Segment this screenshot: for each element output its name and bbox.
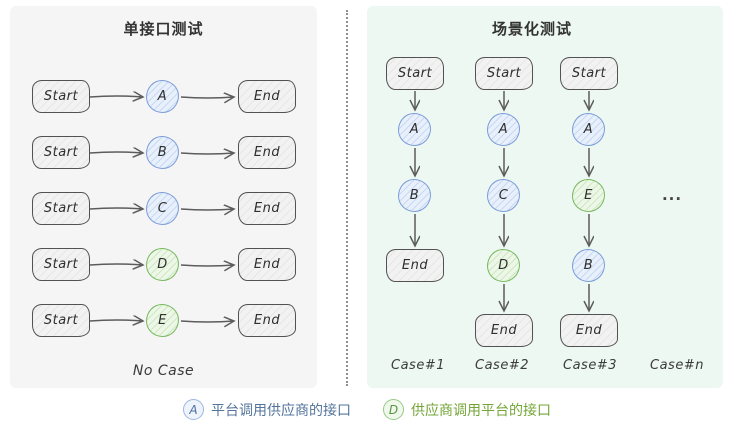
start-box: Start xyxy=(32,80,90,113)
node-d-circle: D xyxy=(146,248,179,281)
start-box: Start xyxy=(32,192,90,225)
left-panel-title: 单接口测试 xyxy=(123,20,204,38)
end-box: End xyxy=(238,304,296,337)
end-box: End xyxy=(475,314,533,347)
end-box: End xyxy=(386,249,444,282)
node-a-circle: A xyxy=(487,113,520,146)
end-box: End xyxy=(238,248,296,281)
single-interface-panel: 单接口测试 Start A End Start B End Start C xyxy=(10,6,317,388)
legend-text: 供应商调用平台的接口 xyxy=(411,402,551,419)
node-e-circle: E xyxy=(146,304,179,337)
more-cases-ellipsis: ... xyxy=(661,186,683,204)
node-a-circle: A xyxy=(398,113,431,146)
node-c-circle: C xyxy=(487,179,520,212)
end-box: End xyxy=(238,80,296,113)
case-label: Case#2 xyxy=(475,358,529,373)
legend: A 平台调用供应商的接口 D 供应商调用平台的接口 xyxy=(0,399,734,420)
start-box: Start xyxy=(386,57,444,90)
case-label: Case#3 xyxy=(563,358,617,373)
node-a-circle: A xyxy=(146,80,179,113)
start-box: Start xyxy=(560,57,618,90)
right-panel-title: 场景化测试 xyxy=(491,20,572,38)
node-b-circle: B xyxy=(398,179,431,212)
legend-d-circle-icon: D xyxy=(383,399,404,420)
node-b-circle: B xyxy=(146,136,179,169)
end-box: End xyxy=(560,314,618,347)
case-label: Case#n xyxy=(650,358,704,373)
no-case-label: No Case xyxy=(132,363,195,379)
legend-item-vendor-calls-platform: D 供应商调用平台的接口 xyxy=(383,399,551,420)
case-label: Case#1 xyxy=(391,358,445,373)
node-a-circle: A xyxy=(572,113,605,146)
start-box: Start xyxy=(32,136,90,169)
end-box: End xyxy=(238,136,296,169)
start-box: Start xyxy=(32,304,90,337)
scenario-panel: 场景化测试 xyxy=(367,6,723,388)
legend-item-platform-calls-vendor: A 平台调用供应商的接口 xyxy=(183,399,351,420)
panel-divider xyxy=(346,10,348,386)
legend-a-circle-icon: A xyxy=(183,399,204,420)
node-e-circle: E xyxy=(572,179,605,212)
node-d-circle: D xyxy=(487,249,520,282)
node-c-circle: C xyxy=(146,192,179,225)
legend-text: 平台调用供应商的接口 xyxy=(211,402,351,419)
node-b-circle: B xyxy=(572,249,605,282)
start-box: Start xyxy=(475,57,533,90)
end-box: End xyxy=(238,192,296,225)
start-box: Start xyxy=(32,248,90,281)
